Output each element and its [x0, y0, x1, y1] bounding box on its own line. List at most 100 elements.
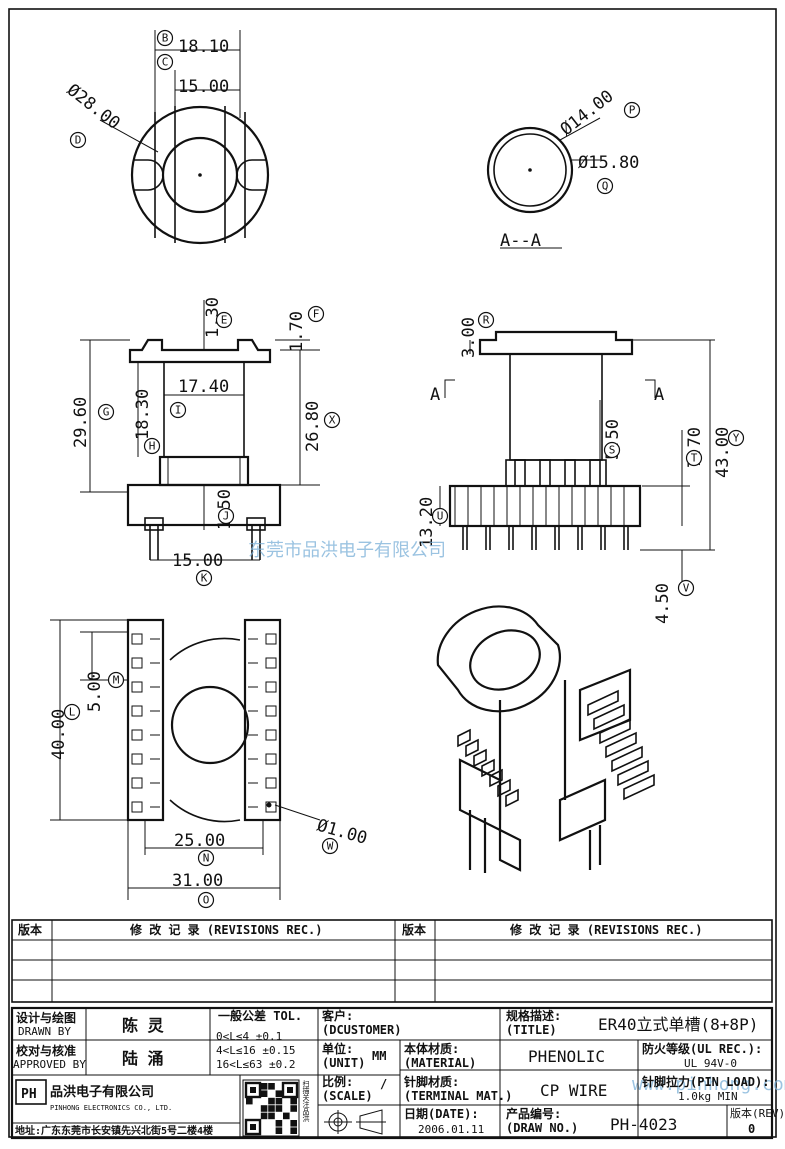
callout-Y: Y [733, 432, 740, 445]
flame-label: 防火等级(UL REC.): [642, 1041, 762, 1056]
callout-E: E [221, 314, 228, 327]
title-label: 规格描述: [506, 1008, 561, 1023]
rev-label: 版本(REV): [730, 1106, 785, 1120]
callout-circle-D [69, 131, 87, 149]
qr-side-note: 扫描关注品洪 [302, 1079, 310, 1123]
revision-table: 版本 修 改 记 录 (REVISIONS REC.) 版本 修 改 记 录 (… [11, 919, 773, 1003]
dimension-d22: A [654, 385, 664, 405]
pin-hole [266, 802, 272, 808]
callout-circle-U [431, 507, 449, 525]
callout-circle-S [603, 441, 621, 459]
pin-slot [131, 633, 143, 645]
callout-N: N [203, 852, 210, 865]
dimension-d20: 4.50 [653, 583, 673, 624]
scale-value: / [380, 1077, 387, 1091]
callout-circle-H [143, 437, 161, 455]
pin-post [564, 459, 576, 487]
material-value: PHENOLIC [528, 1047, 605, 1066]
pin-slot [131, 681, 143, 693]
callout-circle-B [156, 29, 174, 47]
terminal-label-en: (TERMINAL MAT.) [404, 1089, 512, 1103]
drawno-label: 产品编号: [506, 1106, 561, 1121]
dimension-d3: Ø28.00 [63, 80, 124, 134]
callout-circle-F [307, 305, 325, 323]
pin-post [514, 459, 526, 487]
callout-circle-K [195, 569, 213, 587]
qr-code [242, 1079, 300, 1137]
pin-slot [131, 753, 143, 765]
rev-value: 0 [748, 1122, 755, 1136]
dimension-d26: 25.00 [174, 831, 225, 851]
company-name-cn: 品洪电子有限公司 [50, 1084, 154, 1100]
section-aa [486, 117, 601, 249]
callout-circle-N [197, 849, 215, 867]
callout-F: F [313, 308, 320, 321]
unit-label-en: (UNIT) [322, 1056, 365, 1070]
callout-circle-O [197, 891, 215, 909]
iso-fin [605, 731, 637, 759]
callout-G: G [103, 406, 110, 419]
callout-C: C [162, 56, 169, 69]
iso-fin [481, 758, 495, 778]
callout-T: T [691, 452, 698, 465]
customer-label-en: (DCUSTOMER) [322, 1023, 401, 1037]
unit-label: 单位: [322, 1041, 353, 1056]
callout-L: L [69, 706, 76, 719]
pin-slot [265, 753, 277, 765]
pin-slot [265, 801, 277, 813]
dimension-d10: 18.30 [133, 389, 153, 440]
title-value: ER40立式单槽(8+8P) [598, 1015, 758, 1034]
dimension-d27: 31.00 [172, 871, 223, 891]
flame-value: UL 94V-0 [684, 1057, 737, 1070]
callout-X: X [329, 414, 336, 427]
rev-col-record-2: 修 改 记 录 (REVISIONS REC.) [509, 922, 703, 937]
pin-slot [131, 705, 143, 717]
iso-fin [611, 745, 643, 773]
approved-label-cn: 校对与核准 [16, 1043, 76, 1058]
callout-W: W [327, 840, 334, 853]
dimension-d2: 15.00 [178, 77, 229, 97]
dimension-d18: 43.00 [713, 427, 733, 478]
dimension-d19: 13.20 [417, 497, 437, 548]
iso-fin [465, 738, 479, 758]
callout-circle-P [623, 101, 641, 119]
front-view [80, 300, 320, 561]
pinload-value: 1.0kg MIN [678, 1090, 738, 1103]
callout-circle-C [156, 53, 174, 71]
callout-circle-Y [727, 429, 745, 447]
dimension-d23: 5.00 [85, 671, 105, 712]
callout-V: V [683, 582, 690, 595]
callout-circle-R [477, 311, 495, 329]
pin-slot [265, 777, 277, 789]
date-value: 2006.01.11 [418, 1123, 484, 1136]
dimension-d24: 40.00 [49, 709, 69, 760]
callout-S: S [609, 444, 616, 457]
callout-Q: Q [602, 180, 609, 193]
callout-H: H [149, 440, 156, 453]
website-watermark: www.pinhong.com.tw [632, 1074, 785, 1095]
company-logo [15, 1079, 47, 1105]
pin-slot [265, 681, 277, 693]
pinload-label: 针脚拉力(PIN LOAD): [642, 1074, 769, 1089]
side-view [439, 330, 715, 590]
rev-col-version: 版本 [18, 922, 42, 937]
customer-label: 客户: [321, 1008, 353, 1023]
top-view [99, 30, 270, 245]
terminal-value: CP WIRE [540, 1081, 607, 1100]
tolerance-row-3: 16<L≤63 ±0.2 [216, 1058, 295, 1071]
callout-circle-M [107, 671, 125, 689]
callout-circle-J [217, 507, 235, 525]
iso-fin [505, 788, 519, 808]
isometric-view [436, 605, 655, 873]
drawn-value: 陈 灵 [122, 1016, 165, 1035]
scale-label-en: (SCALE) [322, 1089, 373, 1103]
scale-label: 比例: [322, 1074, 353, 1089]
callout-circle-T [685, 449, 703, 467]
material-label-en: (MATERIAL) [404, 1056, 476, 1070]
callout-circle-W [321, 837, 339, 855]
drawno-value: PH-4023 [610, 1115, 677, 1134]
dimension-d8: 1.70 [287, 311, 307, 352]
dimension-d9: 29.60 [71, 397, 91, 448]
dimension-d6: A--A [500, 231, 541, 251]
